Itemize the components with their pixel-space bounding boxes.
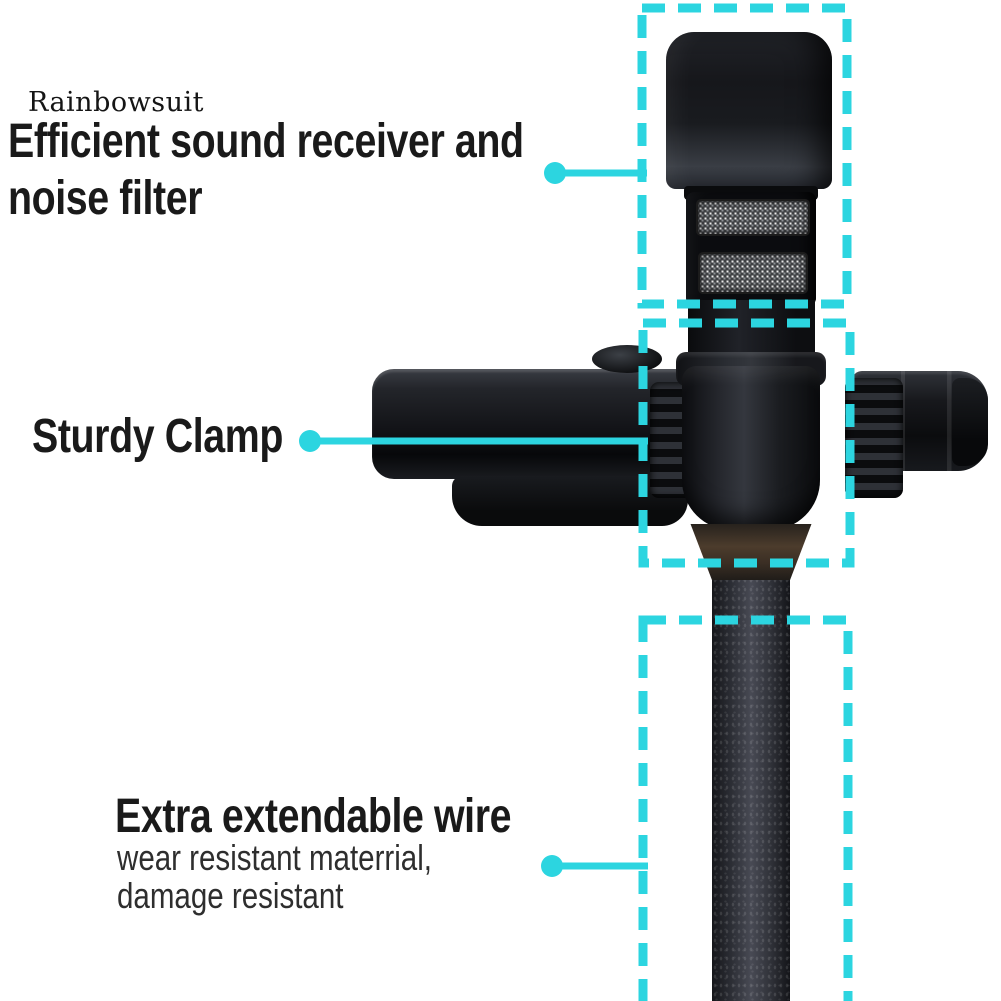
clamp-clip-bar xyxy=(372,369,684,479)
mic-grille-upper xyxy=(696,199,810,236)
feature-heading-receiver: Efficient sound receiver and noise filte… xyxy=(8,113,524,227)
receiver-heading-line2: noise filter xyxy=(8,172,203,225)
callout-dot-receiver xyxy=(544,162,566,184)
wire-detail-line2: damage resistant xyxy=(117,875,344,916)
feature-heading-clamp: Sturdy Clamp xyxy=(32,410,283,463)
clamp-pivot-knob xyxy=(592,345,662,373)
feature-heading-wire: Extra extendable wire xyxy=(115,790,512,843)
mic-cable-taper xyxy=(690,524,812,580)
mic-grille-lower xyxy=(698,252,808,294)
clamp-grip-right xyxy=(845,378,903,498)
clamp-sleeve xyxy=(682,366,820,530)
wire-detail-line1: wear resistant materrial, xyxy=(117,837,432,878)
mic-cable xyxy=(712,576,790,1001)
receiver-heading-line1: Efficient sound receiver and xyxy=(8,115,524,168)
feature-detail-wire: wear resistant materrial, damage resista… xyxy=(117,839,432,915)
callout-dot-clamp xyxy=(299,430,321,452)
mic-capsule-cap xyxy=(666,32,832,189)
callout-dot-cable xyxy=(541,855,563,877)
clamp-right-arm-endcap xyxy=(952,378,988,466)
watermark-text: Rainbowsuit xyxy=(28,87,204,118)
